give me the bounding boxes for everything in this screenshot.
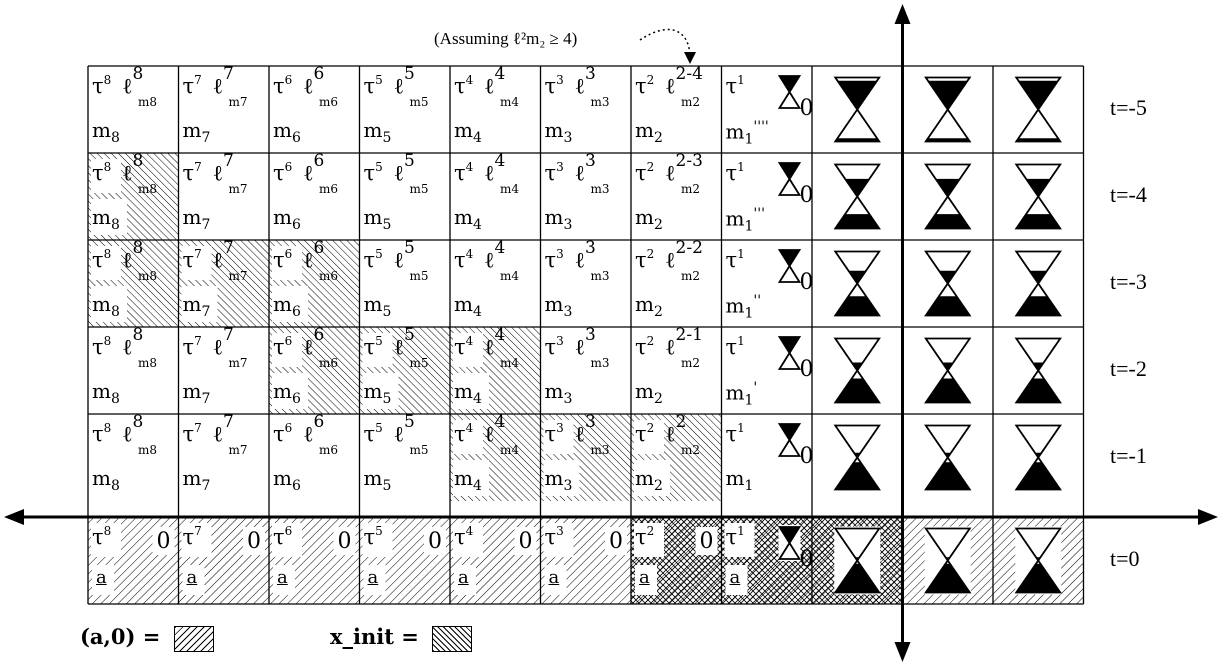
- hourglass-small-icon: [777, 422, 802, 458]
- legend-a0-swatch: [173, 625, 214, 652]
- hourglass-icon: [924, 526, 972, 595]
- hourglass-icon: [833, 249, 881, 318]
- arrow-up-icon: [894, 4, 911, 24]
- pointer-arrow: [639, 28, 691, 59]
- hourglass-icon: [924, 423, 972, 492]
- arrow-down-icon: [894, 642, 911, 662]
- hourglass-icon: [1014, 336, 1062, 405]
- hourglass-icon: [924, 162, 972, 231]
- hourglass-icon: [1014, 162, 1062, 231]
- hourglass-small-icon: [777, 74, 802, 110]
- hourglass-icon: [833, 75, 881, 144]
- hourglass-icon: [924, 75, 972, 144]
- hourglass-icon: [833, 526, 881, 595]
- legend-xinit: x_init =: [330, 624, 473, 652]
- hourglass-small-icon: [777, 335, 802, 371]
- hourglass-icon: [1014, 75, 1062, 144]
- hourglass-icon: [833, 336, 881, 405]
- legend-a0-label: (a,0) =: [80, 624, 161, 649]
- assumption-note: (Assuming ℓ²m₂ ≥ 4): [434, 30, 577, 47]
- hourglass-icon: [924, 249, 972, 318]
- legend-xinit-label: x_init =: [330, 624, 419, 649]
- pointer-arrowhead-icon: [684, 52, 696, 64]
- hourglass-icon: [1014, 526, 1062, 595]
- hourglass-small-icon: [777, 161, 802, 197]
- hourglass-icon: [1014, 249, 1062, 318]
- hourglass-icon: [833, 162, 881, 231]
- hourglass-icon: [924, 336, 972, 405]
- arrow-right-icon: [1198, 509, 1218, 525]
- hourglass-small-icon: [777, 248, 802, 284]
- legend-a0: (a,0) =: [80, 624, 214, 652]
- arrow-left-icon: [4, 509, 24, 525]
- hourglass-icon: [833, 423, 881, 492]
- assumption-text: (Assuming ℓ²m₂ ≥ 4): [434, 29, 578, 48]
- hourglass-small-icon: [777, 525, 802, 561]
- legend-xinit-swatch: [432, 625, 473, 652]
- hourglass-icon: [1014, 423, 1062, 492]
